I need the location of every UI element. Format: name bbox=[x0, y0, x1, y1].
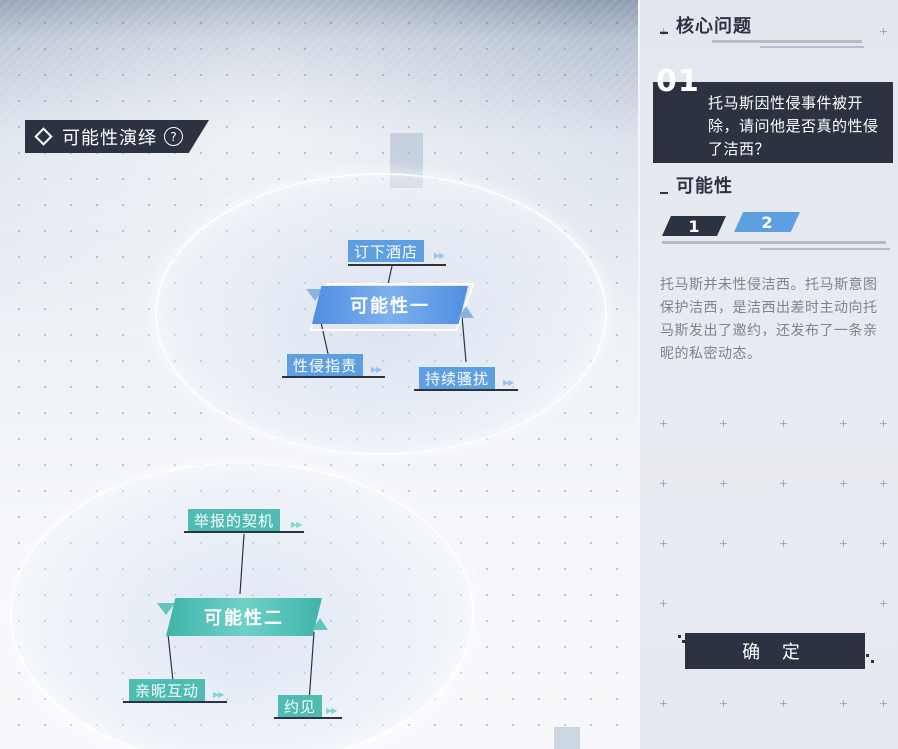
question-card bbox=[653, 82, 893, 163]
question-text: 托马斯因性侵事件被开除，请问他是否真的性侵了洁西？ bbox=[708, 94, 879, 158]
core-question-heading-text: 核心问题 bbox=[676, 16, 752, 37]
clue-chip-book-hotel[interactable]: 订下酒店 bbox=[348, 240, 425, 262]
plus-marker bbox=[660, 600, 667, 607]
node-corner-icon bbox=[157, 603, 175, 615]
chip-arrows-icon: ▶▶ bbox=[371, 365, 382, 374]
clue-chip-meeting[interactable]: 约见 bbox=[278, 695, 323, 717]
possibility-tab-2[interactable]: 2 bbox=[734, 212, 800, 232]
chip-arrows-icon: ▶▶ bbox=[326, 706, 337, 715]
plus-marker bbox=[660, 420, 667, 427]
chip-arrows-icon: ▶▶ bbox=[291, 520, 302, 529]
chip-underline bbox=[414, 389, 518, 391]
plus-marker bbox=[780, 420, 787, 427]
plus-marker bbox=[660, 480, 667, 487]
plus-marker bbox=[880, 700, 887, 707]
chip-underline bbox=[184, 531, 304, 533]
plus-marker bbox=[720, 540, 727, 547]
core-question-heading: 核心问题 bbox=[660, 12, 752, 38]
plus-marker bbox=[880, 480, 887, 487]
plus-marker bbox=[720, 480, 727, 487]
node-corner-icon bbox=[312, 618, 328, 630]
button-pixel-decor bbox=[678, 635, 681, 638]
chip-arrows-icon: ▶▶ bbox=[434, 251, 445, 260]
plus-marker bbox=[840, 480, 847, 487]
heading-bar bbox=[660, 192, 668, 194]
plus-marker bbox=[880, 28, 887, 35]
chip-underline bbox=[274, 717, 342, 719]
heading-bar bbox=[660, 32, 668, 34]
button-pixel-decor bbox=[682, 640, 685, 643]
chip-arrows-icon: ▶▶ bbox=[213, 690, 224, 699]
clue-chip-assault-accusation[interactable]: 性侵指责 bbox=[287, 354, 364, 376]
section-header: 可能性演绎 ? bbox=[25, 120, 209, 153]
possibility-heading: 可能性 bbox=[660, 172, 733, 198]
link-line bbox=[461, 315, 467, 363]
link-line bbox=[239, 533, 245, 595]
plus-marker bbox=[720, 420, 727, 427]
section-title: 可能性演绎 bbox=[62, 127, 157, 149]
plus-marker bbox=[660, 540, 667, 547]
plus-marker bbox=[840, 420, 847, 427]
plus-marker bbox=[780, 700, 787, 707]
plus-marker bbox=[780, 480, 787, 487]
clue-chip-intimate-interaction[interactable]: 亲昵互动 bbox=[129, 679, 206, 701]
possibility-two-node[interactable]: 可能性二 bbox=[166, 598, 322, 636]
chip-arrows-icon: ▶▶ bbox=[503, 378, 514, 387]
chip-underline bbox=[123, 701, 227, 703]
tab-rule bbox=[662, 241, 886, 244]
heading-rule bbox=[712, 40, 862, 43]
plus-marker bbox=[660, 700, 667, 707]
help-icon[interactable]: ? bbox=[164, 127, 183, 146]
possibility-description: 托马斯并未性侵洁西。托马斯意图保护洁西，是洁西出差时主动向托马斯发出了邀约，还发… bbox=[660, 277, 878, 362]
button-pixel-decor bbox=[866, 654, 869, 657]
possibility-heading-text: 可能性 bbox=[676, 176, 733, 197]
clue-chip-report-motive[interactable]: 举报的契机 bbox=[188, 509, 281, 531]
node-corner-icon bbox=[458, 306, 474, 318]
possibility-one-node[interactable]: 可能性一 bbox=[312, 286, 468, 324]
plus-marker bbox=[880, 600, 887, 607]
plus-marker bbox=[880, 420, 887, 427]
chip-underline bbox=[348, 264, 446, 266]
decor-block bbox=[554, 727, 580, 749]
plus-marker bbox=[720, 700, 727, 707]
clue-chip-harassment[interactable]: 持续骚扰 bbox=[419, 367, 496, 389]
question-panel: 核心问题 01 托马斯因性侵事件被开除，请问他是否真的性侵了洁西？ 可能性 1 … bbox=[638, 0, 898, 749]
plus-marker bbox=[840, 700, 847, 707]
heading-rule bbox=[760, 46, 864, 48]
tab-rule bbox=[760, 248, 890, 250]
link-line bbox=[387, 265, 393, 285]
question-number: 01 bbox=[656, 64, 700, 99]
chip-underline bbox=[282, 376, 385, 378]
deduction-canvas: 可能性演绎 ? 订下酒店 ▶▶ 可能性一 性侵指责 ▶▶ 持续骚扰 ▶▶ 举报的… bbox=[0, 0, 638, 749]
plus-marker bbox=[840, 540, 847, 547]
plus-marker bbox=[880, 540, 887, 547]
button-pixel-decor bbox=[871, 660, 874, 663]
plus-marker bbox=[660, 28, 667, 35]
possibility-tab-1[interactable]: 1 bbox=[662, 216, 726, 236]
confirm-button[interactable]: 确 定 bbox=[685, 633, 865, 669]
plus-marker bbox=[780, 540, 787, 547]
